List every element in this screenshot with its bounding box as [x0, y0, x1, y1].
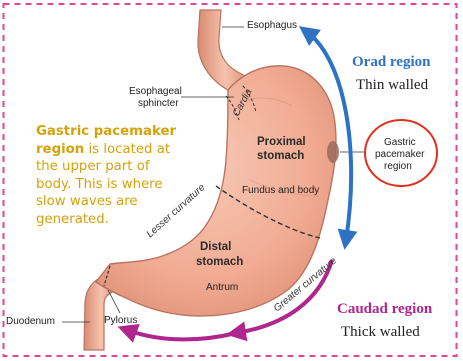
orad-region-title: Orad region: [352, 55, 430, 71]
gastric-pacemaker-label-2: pacemaker: [375, 150, 424, 161]
pacemaker-note: Gastric pacemaker region is located at t…: [36, 123, 186, 228]
gastric-pacemaker-label-1: Gastric: [384, 138, 416, 149]
esophageal-sphincter-label-2: sphincter: [138, 99, 179, 110]
proximal-stomach-label-2: stomach: [257, 150, 304, 162]
antrum-label: Antrum: [206, 283, 238, 294]
duodenum-label: Duodenum: [6, 317, 55, 328]
distal-stomach-label-2: stomach: [196, 256, 243, 268]
caudad-region-subtitle: Thick walled: [341, 325, 420, 341]
fundus-body-label: Fundus and body: [242, 186, 319, 197]
esophagus-label: Esophagus: [247, 21, 297, 32]
pacemaker-spot: [327, 141, 339, 163]
gastric-pacemaker-label-3: region: [384, 162, 412, 173]
proximal-stomach-label-1: Proximal: [257, 136, 306, 148]
pylorus-label: Pylorus: [104, 316, 137, 327]
caudad-region-title: Caudad region: [337, 302, 432, 318]
distal-stomach-label-1: Distal: [200, 241, 231, 253]
orad-region-subtitle: Thin walled: [356, 78, 428, 94]
esophageal-sphincter-label-1: Esophageal: [129, 87, 182, 98]
caudad-arrow-tail: [127, 330, 236, 339]
